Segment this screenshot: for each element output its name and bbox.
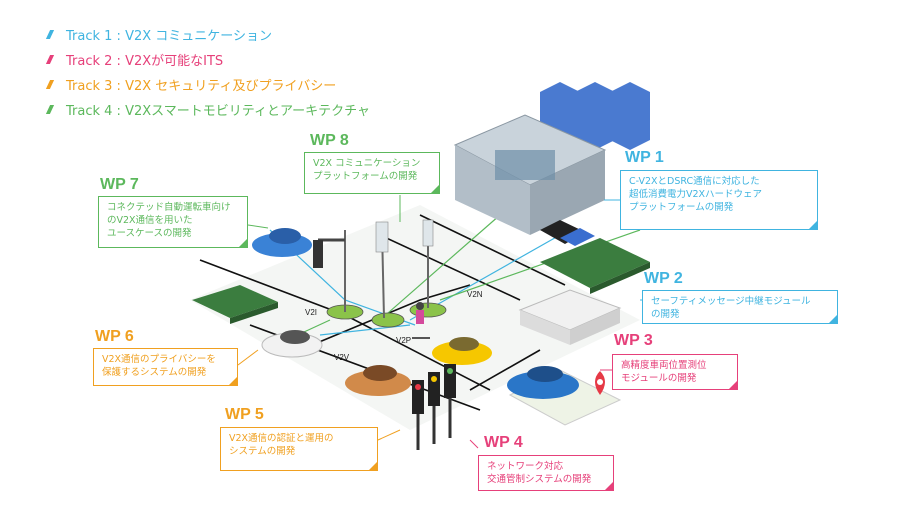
legend-item-track4: Track 4 : V2Xスマートモビリティとアーキテクチャ bbox=[45, 97, 371, 122]
v2v-label: V2V bbox=[334, 353, 350, 362]
wp2-title: WP 2 bbox=[644, 270, 683, 287]
wp4-description: ネットワーク対応 交通管制システムの開発 bbox=[478, 455, 614, 491]
router-device bbox=[540, 220, 595, 246]
wp5-title: WP 5 bbox=[225, 406, 264, 423]
legend-label: Track 2 : V2Xが可能なITS bbox=[66, 54, 224, 69]
legend-item-track1: Track 1 : V2X コミュニケーション bbox=[45, 22, 370, 47]
legend-label: Track 1 : V2X コミュニケーション bbox=[66, 29, 273, 44]
wp8-title: WP 8 bbox=[310, 132, 349, 149]
wp8-description: V2X コミュニケーション プラットフォームの開発 bbox=[304, 152, 440, 194]
wp7-description: コネクテッド自動運転車向け のV2X通信を用いた ユースケースの開発 bbox=[98, 196, 248, 248]
wp1-title: WP 1 bbox=[625, 149, 664, 166]
car-yellow bbox=[432, 337, 492, 365]
track1-swatch bbox=[45, 30, 55, 39]
v2p-label: V2P bbox=[396, 336, 412, 345]
wp3-description: 高精度車両位置測位 モジュールの開発 bbox=[612, 354, 738, 390]
car-white bbox=[261, 330, 323, 358]
wp6-title: WP 6 bbox=[95, 328, 134, 345]
wp1-description: C-V2XとDSRC通信に対応した 超低消費電力V2Xハードウェア プラットフォ… bbox=[620, 170, 818, 230]
legend-label: Track 4 : V2Xスマートモビリティとアーキテクチャ bbox=[66, 104, 371, 119]
legend-label: Track 3 : V2X セキュリティ及びプライバシー bbox=[66, 79, 337, 94]
track4-swatch bbox=[45, 105, 55, 114]
legend-item-track2: Track 2 : V2Xが可能なITS bbox=[45, 47, 370, 72]
pedestrian-scooter bbox=[412, 302, 430, 339]
traffic-light-pole bbox=[313, 238, 345, 268]
wp3-title: WP 3 bbox=[614, 332, 653, 349]
antenna-heads bbox=[375, 219, 434, 253]
track-legend: Track 1 : V2X コミュニケーション Track 2 : V2Xが可能… bbox=[45, 22, 371, 122]
car-orange bbox=[345, 365, 411, 396]
track2-swatch bbox=[45, 55, 55, 64]
legend-item-track3: Track 3 : V2X セキュリティ及びプライバシー bbox=[45, 72, 370, 97]
circuit-board-right bbox=[540, 238, 650, 294]
car-blue-top bbox=[252, 228, 312, 257]
wp4-title: WP 4 bbox=[484, 434, 523, 451]
track3-swatch bbox=[45, 80, 55, 89]
car-blue-bottom bbox=[507, 366, 579, 399]
wp7-title: WP 7 bbox=[100, 176, 139, 193]
v2i-label: V2I bbox=[305, 308, 318, 317]
circuit-board-left bbox=[192, 285, 278, 324]
wp2-description: セーフティメッセージ中継モジュール の開発 bbox=[642, 290, 838, 324]
control-room bbox=[453, 114, 607, 235]
wp6-description: V2X通信のプライバシーを 保護するシステムの開発 bbox=[93, 348, 238, 386]
wp5-description: V2X通信の認証と運用の システムの開発 bbox=[220, 427, 378, 471]
positioning-module bbox=[518, 289, 622, 345]
traffic-lights bbox=[412, 364, 456, 450]
v2n-label: V2N bbox=[467, 290, 483, 299]
